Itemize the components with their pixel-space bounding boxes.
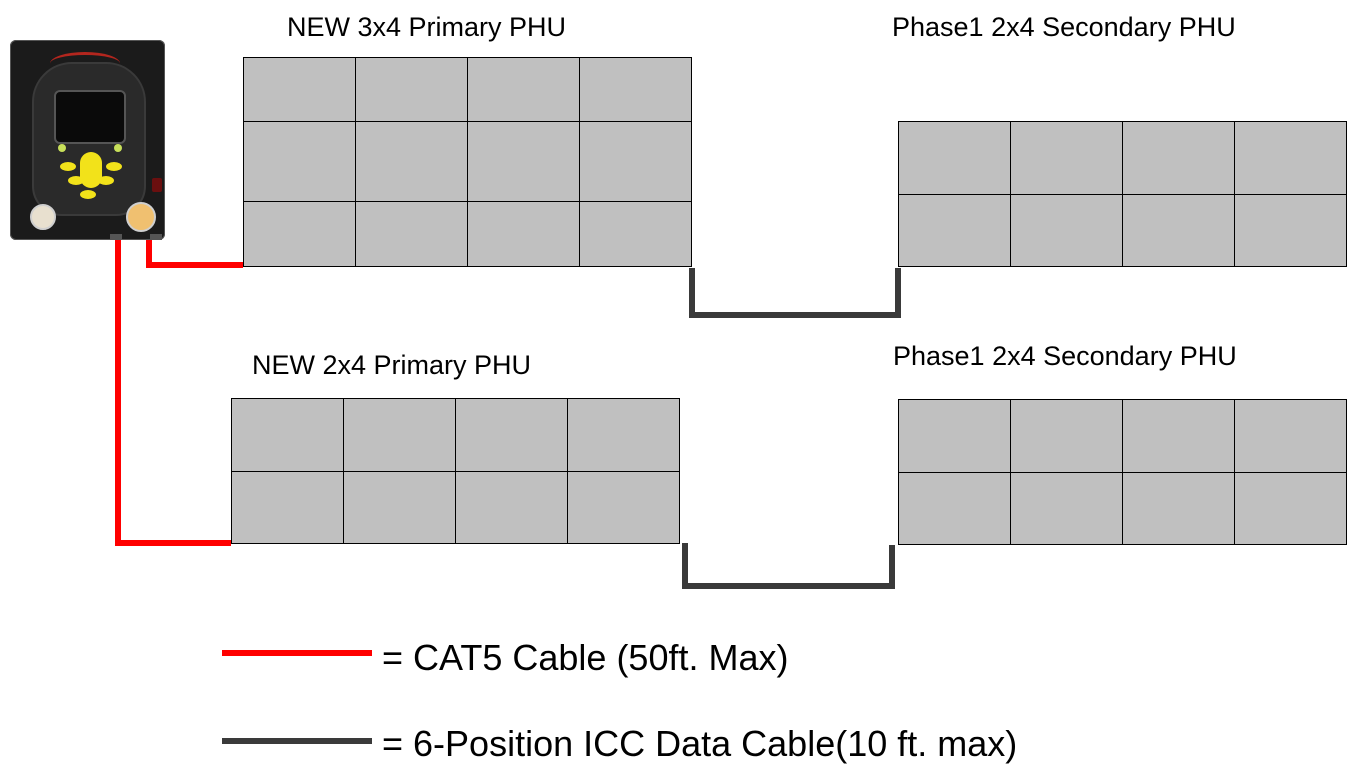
controller-display [54, 90, 126, 144]
legend-icc-swatch [222, 738, 372, 744]
led-right-icon [114, 144, 122, 152]
icc-cable-bottom [682, 543, 895, 589]
phu-cell [1011, 400, 1123, 473]
phu-cell [1123, 400, 1235, 473]
phu-cell [1123, 122, 1235, 195]
phu-cell [356, 58, 468, 122]
arrow-button-icon [80, 152, 102, 188]
phu-cell [456, 399, 568, 472]
burger-king-logo-icon [126, 202, 156, 232]
button-icon [68, 176, 84, 185]
phu-cell [1123, 472, 1235, 545]
phu-cell [899, 400, 1011, 473]
cat5-cable-bottom [115, 240, 231, 546]
phu-cell [468, 58, 580, 122]
phu-cell [468, 202, 580, 267]
phu-cell [899, 194, 1011, 267]
power-indicator-icon [152, 178, 162, 192]
phu-secondary-top [898, 121, 1347, 267]
button-icon [98, 176, 114, 185]
phu-cell [568, 399, 680, 472]
phu-cell [1235, 472, 1347, 545]
phu-cell [356, 202, 468, 267]
button-icon [106, 162, 122, 171]
phu-cell [244, 202, 356, 267]
phu-cell [580, 122, 692, 202]
phu-cell [344, 399, 456, 472]
phu-cell [232, 399, 344, 472]
phu-cell [1011, 122, 1123, 195]
label-secondary-top: Phase1 2x4 Secondary PHU [892, 12, 1236, 42]
phu-cell [1011, 194, 1123, 267]
phu-cell [1235, 400, 1347, 473]
phu-cell [244, 122, 356, 202]
phu-cell [356, 122, 468, 202]
label-primary-2x4: NEW 2x4 Primary PHU [252, 350, 532, 380]
phu-primary-3x4 [243, 57, 692, 267]
label-primary-3x4: NEW 3x4 Primary PHU [287, 12, 567, 42]
legend-cat5-swatch [222, 650, 372, 656]
phu-cell [232, 471, 344, 544]
phu-cell [1235, 194, 1347, 267]
phu-cell [244, 58, 356, 122]
button-icon [80, 190, 96, 199]
label-secondary-bottom: Phase1 2x4 Secondary PHU [893, 341, 1237, 371]
phu-cell [899, 122, 1011, 195]
phu-cell [456, 471, 568, 544]
controller-logo-icon [50, 52, 120, 75]
phu-cell [899, 472, 1011, 545]
phu-cell [468, 122, 580, 202]
legend-icc-text: = 6-Position ICC Data Cable(10 ft. max) [382, 723, 1018, 764]
legend-cat5-text: = CAT5 Cable (50ft. Max) [382, 637, 789, 678]
port-icon [150, 234, 162, 240]
icc-cable-top [689, 268, 901, 318]
brand-badge-icon [30, 204, 56, 230]
phu-primary-2x4 [231, 398, 680, 544]
phu-cell [344, 471, 456, 544]
button-icon [60, 162, 76, 171]
phu-cell [580, 202, 692, 267]
phu-cell [1123, 194, 1235, 267]
led-left-icon [58, 144, 66, 152]
phu-cell [1235, 122, 1347, 195]
phu-cell [568, 471, 680, 544]
controller-unit-icon [10, 40, 165, 240]
phu-cell [580, 58, 692, 122]
port-icon [110, 234, 122, 240]
phu-cell [1011, 472, 1123, 545]
cat5-cable-top [146, 240, 243, 268]
phu-secondary-bottom [898, 399, 1347, 545]
